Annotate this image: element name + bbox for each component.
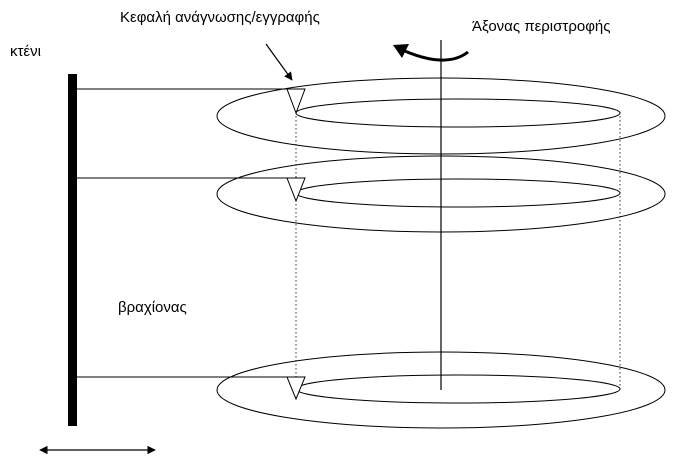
comb-bar — [68, 74, 77, 426]
arm-label: βραχίονας — [118, 299, 187, 316]
platter-3-inner — [295, 374, 621, 404]
head-2 — [286, 177, 306, 203]
rotation-axis-label: Άξονας περιστροφής — [472, 18, 611, 35]
head-1 — [286, 88, 306, 115]
rotation-arrowhead — [393, 44, 409, 58]
rotation-arrow-icon — [397, 46, 469, 62]
read-write-head-label: Κεφαλή ανάγνωσης/εγγραφής — [120, 9, 320, 26]
head-3 — [286, 376, 306, 401]
comb-label: κτένι — [10, 43, 41, 60]
platter-1-inner — [295, 98, 621, 128]
head-pointer-arrow-icon — [265, 43, 293, 81]
platter-2-inner — [295, 178, 621, 208]
platter-3-outer — [216, 351, 666, 429]
platter-2-outer — [216, 155, 666, 233]
platter-1-outer — [216, 77, 666, 155]
